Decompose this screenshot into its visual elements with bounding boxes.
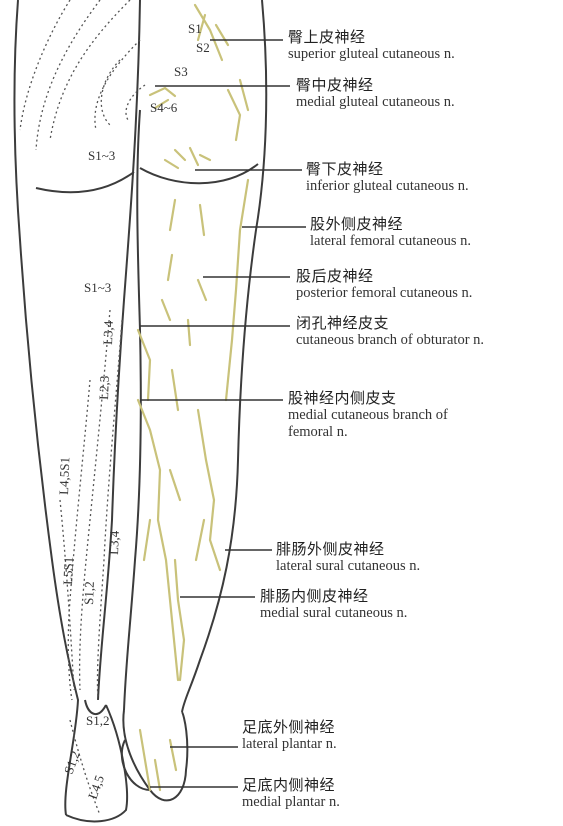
nerve-label-en: medial sural cutaneous n.	[260, 605, 407, 622]
nerve-label-en: lateral femoral cutaneous n.	[310, 233, 471, 250]
segment-label: S2	[196, 40, 210, 55]
nerve-label: 臀下皮神经 inferior gluteal cutaneous n.	[306, 160, 469, 195]
nerve-label-en: inferior gluteal cutaneous n.	[306, 178, 469, 195]
segment-label: S1,2	[61, 749, 83, 776]
nerve-label-en: superior gluteal cutaneous n.	[288, 46, 455, 63]
nerve-label-en: lateral plantar n.	[242, 736, 337, 753]
nerve-label: 腓肠外侧皮神经 lateral sural cutaneous n.	[276, 540, 420, 575]
segment-label: S1	[188, 21, 202, 36]
nerve-label-zh: 臀下皮神经	[306, 160, 384, 178]
nerve-label: 股后皮神经 posterior femoral cutaneous n.	[296, 267, 472, 302]
nerve-label-zh: 足底内侧神经	[242, 776, 335, 794]
segment-label: S1,2	[86, 713, 109, 728]
nerve-label: 足底内侧神经 medial plantar n.	[242, 776, 340, 811]
segment-label: S3	[174, 64, 188, 79]
nerve-label-en: medial gluteal cutaneous n.	[296, 94, 455, 111]
nerve-label-en: posterior femoral cutaneous n.	[296, 285, 472, 302]
nerve-label-zh: 臀上皮神经	[288, 28, 366, 46]
nerve-label-en: lateral sural cutaneous n.	[276, 558, 420, 575]
nerve-label-zh: 股后皮神经	[296, 267, 374, 285]
segment-label: L3,4	[106, 530, 122, 555]
segment-label: L4,5S1	[56, 457, 72, 495]
nerve-label: 臀上皮神经 superior gluteal cutaneous n.	[288, 28, 455, 63]
nerve-label-zh: 股神经内侧皮支	[288, 389, 397, 407]
segment-label: S1,2	[81, 581, 97, 605]
nerve-label: 腓肠内侧皮神经 medial sural cutaneous n.	[260, 587, 407, 622]
nerve-label: 股神经内侧皮支 medial cutaneous branch of femor…	[288, 389, 448, 441]
segment-label: L2,3	[96, 375, 112, 400]
segment-label: S1~3	[88, 148, 115, 163]
nerve-label: 臀中皮神经 medial gluteal cutaneous n.	[296, 76, 455, 111]
segment-label: S4~6	[150, 100, 178, 115]
nerve-label-zh: 腓肠内侧皮神经	[260, 587, 369, 605]
nerve-label-en: medial cutaneous branch of	[288, 407, 448, 424]
nerve-label-zh: 足底外侧神经	[242, 718, 335, 736]
nerve-label: 股外侧皮神经 lateral femoral cutaneous n.	[310, 215, 471, 250]
nerve-label: 足底外侧神经 lateral plantar n.	[242, 718, 337, 753]
segment-label: L4,5	[85, 773, 107, 801]
dermatome-segment-labels: S1 S2 S3 S4~6 S1~3 S1~3 L3,4 L2,3 L4,5S1…	[56, 21, 210, 801]
segment-label: L3,4	[100, 320, 116, 345]
segment-label: L5S1	[60, 556, 76, 585]
nerve-label-zh: 闭孔神经皮支	[296, 314, 389, 332]
nerve-label-zh: 股外侧皮神经	[310, 215, 403, 233]
segment-label: S1~3	[84, 280, 111, 295]
nerve-label-en: medial plantar n.	[242, 794, 340, 811]
nerve-label-en: cutaneous branch of obturator n.	[296, 332, 484, 349]
nerve-label-zh: 腓肠外侧皮神经	[276, 540, 385, 558]
nerve-label: 闭孔神经皮支 cutaneous branch of obturator n.	[296, 314, 484, 349]
nerve-label-en-line2: femoral n.	[288, 424, 448, 441]
left-leg-outline	[14, 0, 140, 821]
nerve-branches	[138, 5, 248, 790]
leader-lines	[140, 40, 306, 787]
dermatome-boundaries	[20, 0, 145, 815]
nerve-label-zh: 臀中皮神经	[296, 76, 374, 94]
